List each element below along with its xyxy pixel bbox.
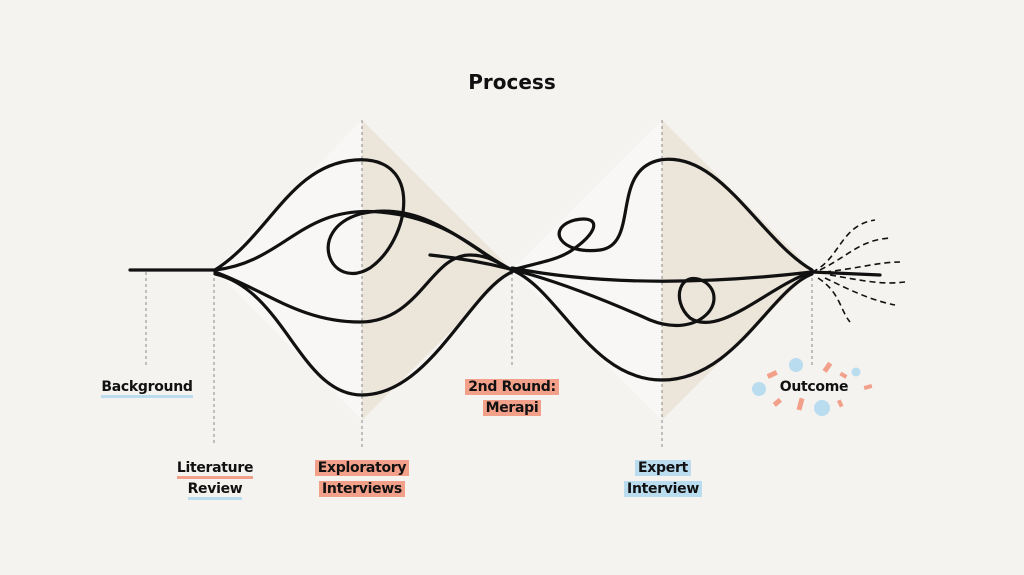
- stage-background: Background: [94, 377, 200, 398]
- stage-literature-label-2: Review: [187, 481, 243, 500]
- diagram-title: Process: [468, 70, 556, 94]
- stage-literature-review: Literature Review: [160, 458, 270, 500]
- stage-exploratory-label-1: Exploratory: [314, 460, 410, 476]
- stage-second-round-label-2: Merapi: [482, 400, 542, 416]
- stage-exploratory-interviews: Exploratory Interviews: [302, 458, 422, 500]
- stage-background-label: Background: [101, 379, 193, 398]
- diamond-1: [215, 120, 512, 420]
- stage-second-round: 2nd Round: Merapi: [450, 377, 574, 419]
- stage-outcome: Outcome: [764, 377, 864, 398]
- diamond-2: [512, 120, 812, 420]
- outcome-fray: [811, 219, 906, 323]
- process-curves: [128, 157, 882, 397]
- outcome-confetti: [752, 358, 873, 416]
- stage-outcome-label: Outcome: [779, 379, 849, 395]
- stage-expert-interview: Expert Interview: [606, 458, 720, 500]
- stage-dividers: [145, 120, 813, 448]
- stage-expert-label-1: Expert: [635, 460, 691, 476]
- stage-second-round-label-1: 2nd Round:: [465, 379, 559, 395]
- stage-literature-label-1: Literature: [176, 460, 253, 479]
- stage-exploratory-label-2: Interviews: [319, 481, 405, 497]
- stage-expert-label-2: Interview: [624, 481, 702, 497]
